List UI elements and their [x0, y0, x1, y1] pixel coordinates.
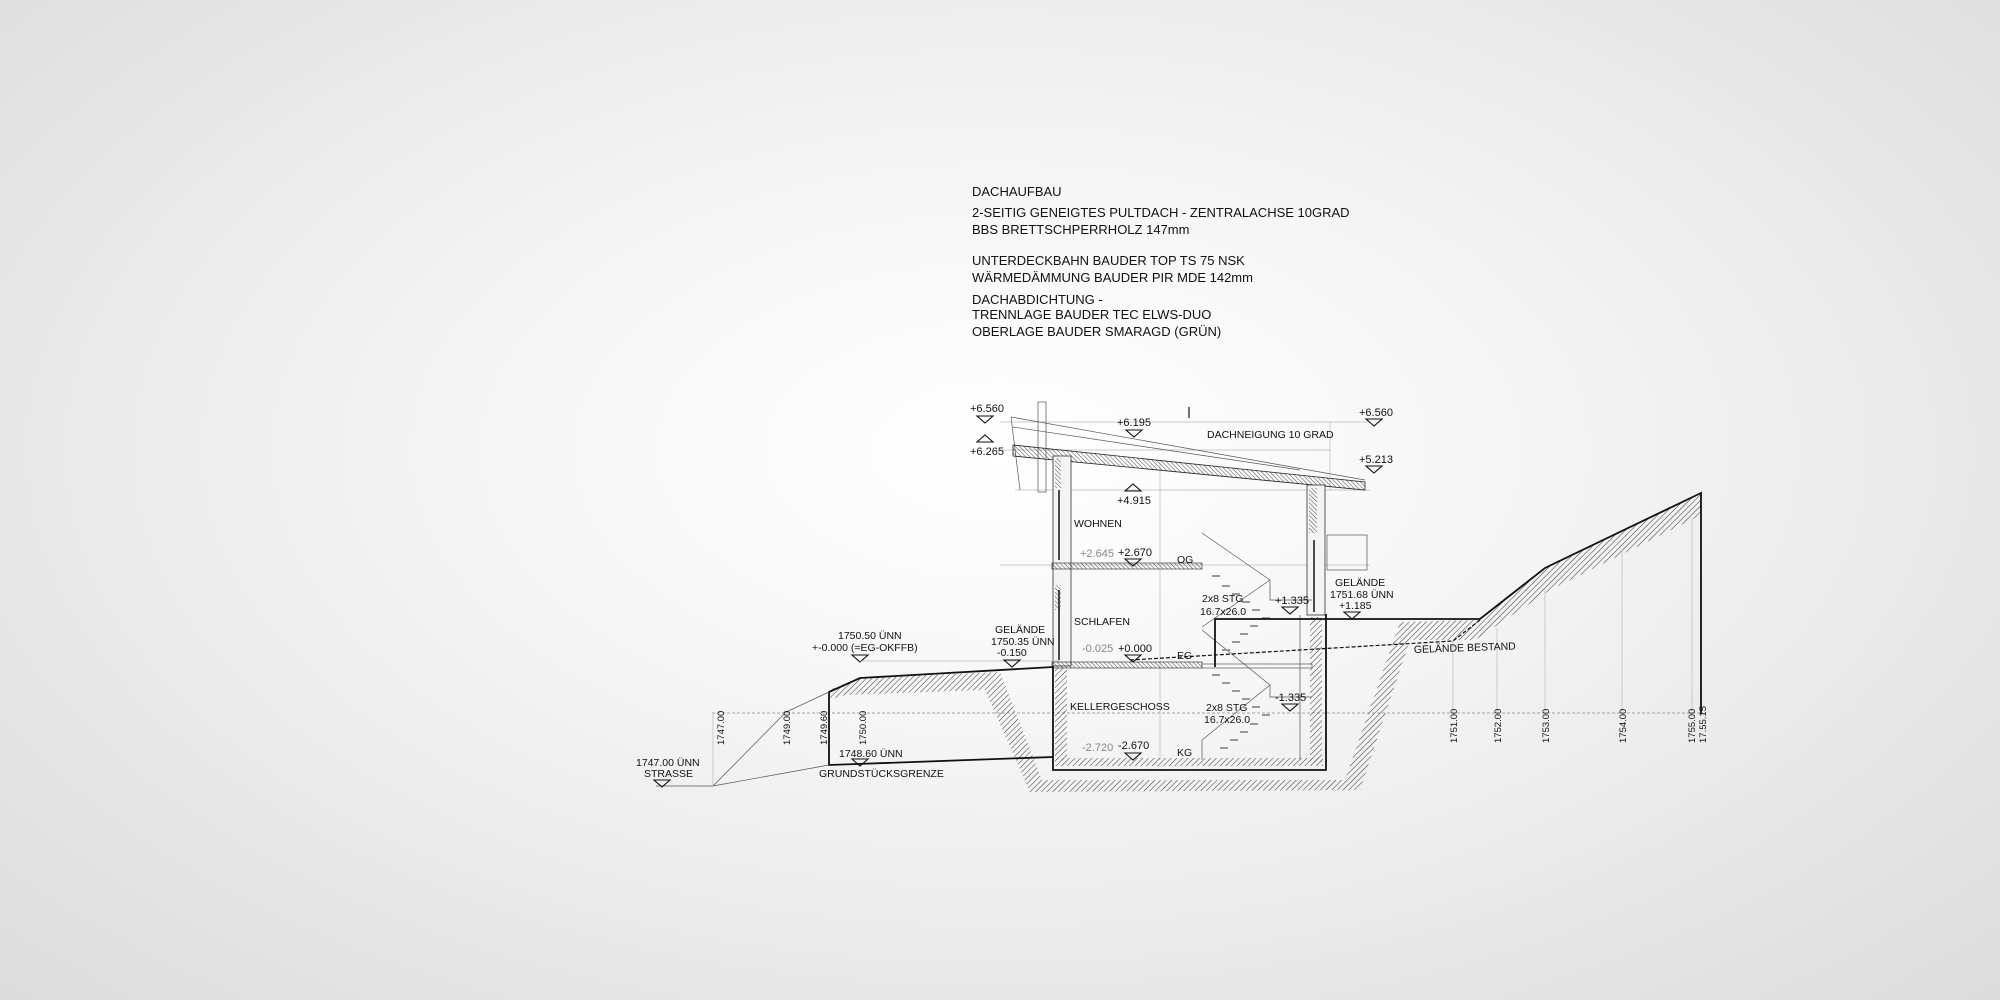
level-ceiling-og: +4.915 [1117, 495, 1151, 507]
street-elevation: 1747.00 ÜNN [636, 757, 700, 769]
terrain-left-label: GELÄNDE [995, 624, 1045, 636]
level-stair-landing-upper: +1.335 [1275, 595, 1309, 607]
level-eg-finished: +0.000 [1118, 643, 1152, 655]
floor-label-eg: EG [1177, 650, 1192, 662]
terrain [656, 491, 1702, 787]
elevation-tick: 1747.00 [716, 711, 727, 745]
roof-note-line: 2-SEITIG GENEIGTES PULTDACH - ZENTRALACH… [972, 205, 1350, 220]
roof-note-line: TRENNLAGE BAUDER TEC ELWS-DUO [972, 307, 1211, 322]
floor-label-og: OG [1177, 554, 1193, 566]
room-label-og: WOHNEN [1074, 518, 1122, 530]
existing-terrain-label: GELÄNDE BESTAND [1414, 640, 1517, 656]
room-label-kg: KELLERGESCHOSS [1070, 701, 1170, 713]
level-roof-under-left: +6.265 [970, 446, 1004, 458]
terrain-right-level: +1.185 [1339, 600, 1372, 612]
datum-reference: +-0.000 (=EG-OKFFB) [812, 642, 918, 654]
roof-note-line: OBERLAGE BAUDER SMARAGD (GRÜN) [972, 324, 1221, 339]
stair-upper-dimension: 16.7x26.0 [1200, 606, 1246, 618]
elevation-tick: 1750.00 [858, 711, 869, 745]
roof-notes: DACHAUFBAU 2-SEITIG GENEIGTES PULTDACH -… [972, 184, 1350, 339]
terrain-right-label: GELÄNDE [1335, 577, 1385, 589]
terrain-left-elevation: 1750.35 ÜNN [991, 636, 1055, 648]
level-kg-raw: -2.720 [1082, 742, 1113, 754]
level-stair-landing-lower: -1.335 [1275, 692, 1306, 704]
street-label: STRASSE [644, 768, 693, 780]
level-roof-top-right: +6.560 [1359, 407, 1393, 419]
roof [1010, 401, 1366, 493]
level-og-finished: +2.670 [1118, 547, 1152, 559]
level-eg-raw: -0.025 [1082, 643, 1113, 655]
elevation-tick: 1752.00 [1493, 709, 1504, 743]
level-eaves-right: +5.213 [1359, 454, 1393, 466]
elevation-tick: 1754.00 [1618, 709, 1629, 743]
level-markers: +6.560 +6.265 +6.195 +4.915 +6.560 +5.21… [970, 403, 1393, 761]
floor-label-kg: KG [1177, 747, 1192, 759]
boundary-label: GRUNDSTÜCKSGRENZE [819, 768, 944, 780]
level-roof-mid: +6.195 [1117, 417, 1151, 429]
elevation-tick: 17.55.15 [1698, 706, 1709, 743]
stair-upper-label: 2x8 STG [1202, 593, 1243, 605]
labels: DACHNEIGUNG 10 GRAD WOHNEN SCHLAFEN KELL… [636, 429, 1517, 788]
terrain-right-elevation: 1751.68 ÜNN [1330, 589, 1394, 601]
boundary-elevation: 1748.60 ÜNN [839, 748, 903, 760]
elevation-tick: 1751.00 [1449, 709, 1460, 743]
elevation-tick: 1755.00 [1687, 709, 1698, 743]
elevation-tick: 1749.60 [819, 711, 830, 745]
level-roof-top-left: +6.560 [970, 403, 1004, 415]
roof-note-line: BBS BRETTSCHPERRHOLZ 147mm [972, 222, 1189, 237]
room-label-eg: SCHLAFEN [1074, 616, 1130, 628]
roof-note-line: DACHABDICHTUNG - [972, 292, 1103, 307]
excavation-soil [829, 493, 1701, 792]
section-title: SCHNITT AA 1:100 [833, 843, 1053, 865]
level-kg-finished: -2.670 [1118, 740, 1149, 752]
roof-pitch-label: DACHNEIGUNG 10 GRAD [1207, 429, 1334, 441]
datum-elevation: 1750.50 ÜNN [838, 630, 902, 642]
roof-notes-heading: DACHAUFBAU [972, 184, 1062, 199]
terrain-left-level: -0.150 [997, 647, 1027, 659]
stairs [1201, 532, 1312, 760]
stair-lower-label: 2x8 STG [1206, 702, 1247, 714]
walls [1052, 455, 1368, 771]
elevation-tick: 1753.00 [1541, 709, 1552, 743]
level-og-raw: +2.645 [1080, 548, 1114, 560]
roof-note-line: WÄRMEDÄMMUNG BAUDER PIR MDE 142mm [972, 270, 1253, 285]
elevation-tick: 1749.00 [782, 711, 793, 745]
elevation-ticks: 1747.00 1749.00 1749.60 1750.00 1751.00 … [716, 706, 1709, 745]
stair-lower-dimension: 16.7x26.0 [1204, 714, 1250, 726]
roof-note-line: UNTERDECKBAHN BAUDER TOP TS 75 NSK [972, 253, 1245, 268]
floor-slabs [1051, 562, 1313, 669]
